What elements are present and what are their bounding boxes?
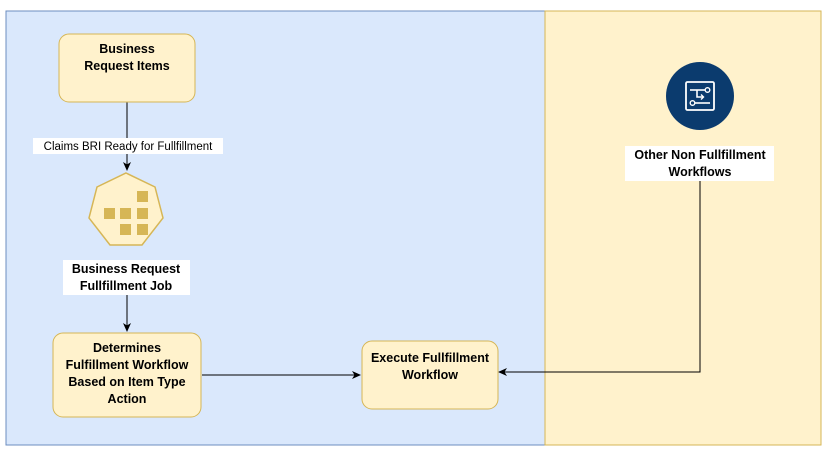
node-fulfillment-job-line2: Fullfillment Job [80,279,173,293]
node-execute-workflow-line2: Workflow [402,368,458,382]
node-determines-workflow-line4: Action [108,392,147,406]
job-label-bg [63,260,190,295]
node-determines-workflow[interactable] [52,332,202,418]
node-business-request-items-line1: Business [99,42,155,56]
workflow-icon[interactable] [666,62,734,130]
edge-label-claims: Claims BRI Ready for Fullfillment [44,141,214,153]
node-fulfillment-job-line1: Business Request [72,262,181,276]
node-business-request-items-line2: Request Items [84,59,169,73]
node-determines-workflow-line1: Determines [93,341,161,355]
node-other-workflows-line1: Other Non Fullfillment [634,148,766,162]
kubernetes-job-icon[interactable] [88,172,164,246]
other-label-bg [625,146,774,181]
edge-other-to-execute [498,181,701,376]
node-execute-workflow[interactable] [361,340,499,410]
node-execute-workflow-line1: Execute Fullfillment [371,351,490,365]
node-other-workflows-line2: Workflows [669,165,732,179]
node-business-request-items[interactable] [58,33,196,103]
edge-label-bg [33,138,223,154]
node-determines-workflow-line2: Fulfillment Workflow [66,358,189,372]
node-determines-workflow-line3: Based on Item Type [68,375,185,389]
